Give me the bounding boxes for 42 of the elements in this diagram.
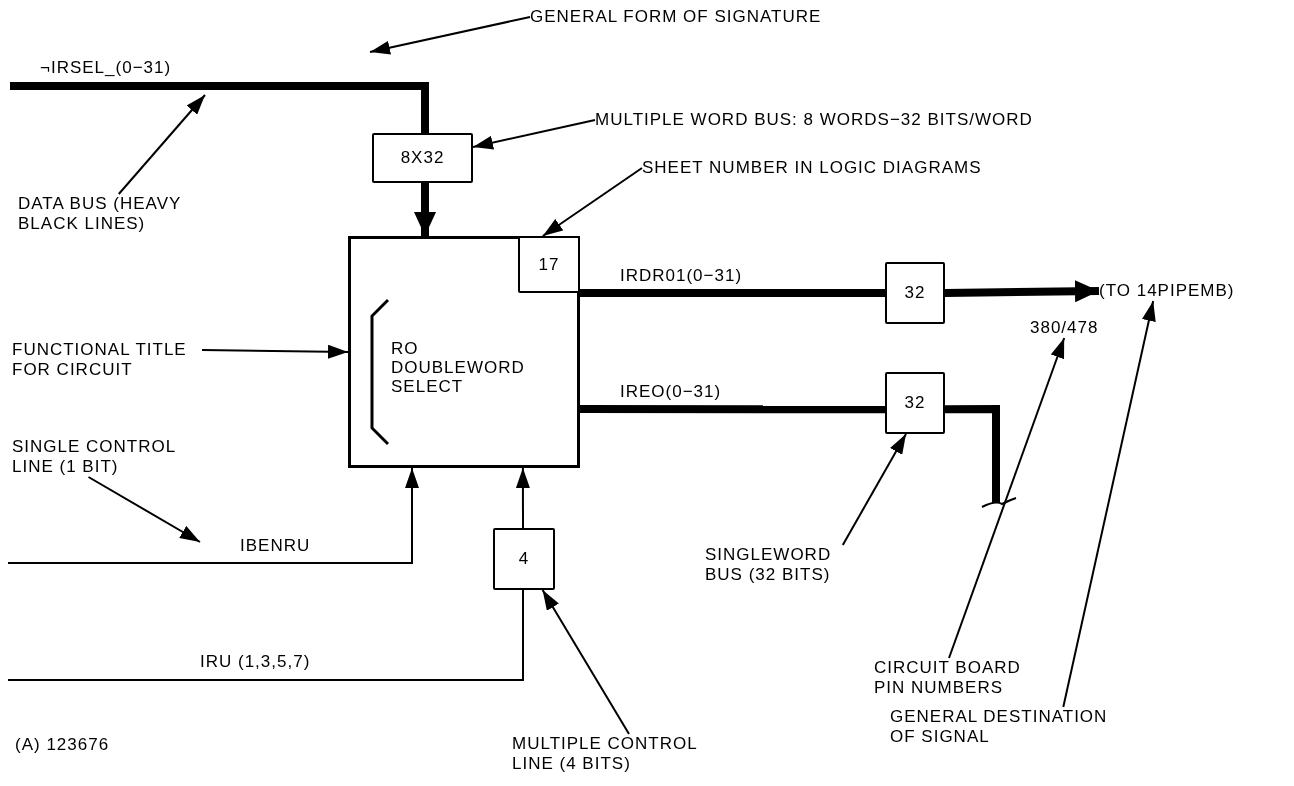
- leader-arrow: [472, 119, 596, 150]
- callout-text: 380/478: [1030, 318, 1099, 338]
- leader-arrow: [541, 589, 630, 735]
- bus-width-box: 32: [885, 262, 945, 324]
- callout-text: SINGLE CONTROL LINE (1 BIT): [12, 437, 182, 477]
- callout-text: SINGLEWORD BUS (32 BITS): [705, 545, 850, 585]
- leader-arrow: [948, 337, 1066, 659]
- sheet-number-box: 17: [518, 236, 580, 293]
- signal-name: IBENRU: [240, 536, 311, 556]
- callout-text: CIRCUIT BOARD PIN NUMBERS: [874, 658, 1024, 698]
- signal-name: IRDR01(0−31): [620, 266, 743, 286]
- control-line: [515, 467, 530, 529]
- callout-text: (TO 14PIPEMB): [1099, 281, 1235, 301]
- callout-text: SHEET NUMBER IN LOGIC DIAGRAMS: [642, 158, 982, 178]
- bus-width-box: 8X32: [372, 133, 473, 183]
- callout-text: GENERAL FORM OF SIGNATURE: [530, 7, 822, 27]
- leader-arrow: [201, 344, 349, 359]
- leader-arrow: [117, 94, 206, 195]
- leader-arrow: [87, 476, 201, 543]
- functional-title: RO DOUBLEWORD SELECT: [391, 339, 526, 396]
- callout-text: GENERAL DESTINATION OF SIGNAL: [890, 707, 1118, 747]
- bus-line: [944, 280, 1100, 303]
- leader-arrow: [541, 167, 643, 237]
- leader-arrow: [841, 433, 907, 546]
- bus-line: [580, 289, 885, 298]
- control-line: [7, 589, 524, 681]
- figure-number: (A) 123676: [15, 735, 110, 755]
- signal-name: ¬IRSEL_(0−31): [40, 58, 172, 78]
- callout-text: MULTIPLE CONTROL LINE (4 BITS): [512, 734, 707, 774]
- bus-width-box: 32: [885, 372, 945, 434]
- bus-line: [945, 405, 1000, 503]
- callout-text: MULTIPLE WORD BUS: 8 WORDS−32 BITS/WORD: [595, 110, 1033, 130]
- signal-name: IREO(0−31): [620, 382, 722, 402]
- bus-width-box: 4: [493, 528, 555, 590]
- bus-line: [414, 183, 436, 236]
- circuit-block: [348, 236, 580, 468]
- callout-text: FUNCTIONAL TITLE FOR CIRCUIT: [12, 340, 202, 380]
- leader-arrow: [1062, 300, 1156, 708]
- leader-arrow: [369, 16, 531, 55]
- signal-name: IRU (1,3,5,7): [200, 652, 311, 672]
- control-line: [7, 467, 419, 564]
- callout-text: DATA BUS (HEAVY BLACK LINES): [18, 194, 228, 234]
